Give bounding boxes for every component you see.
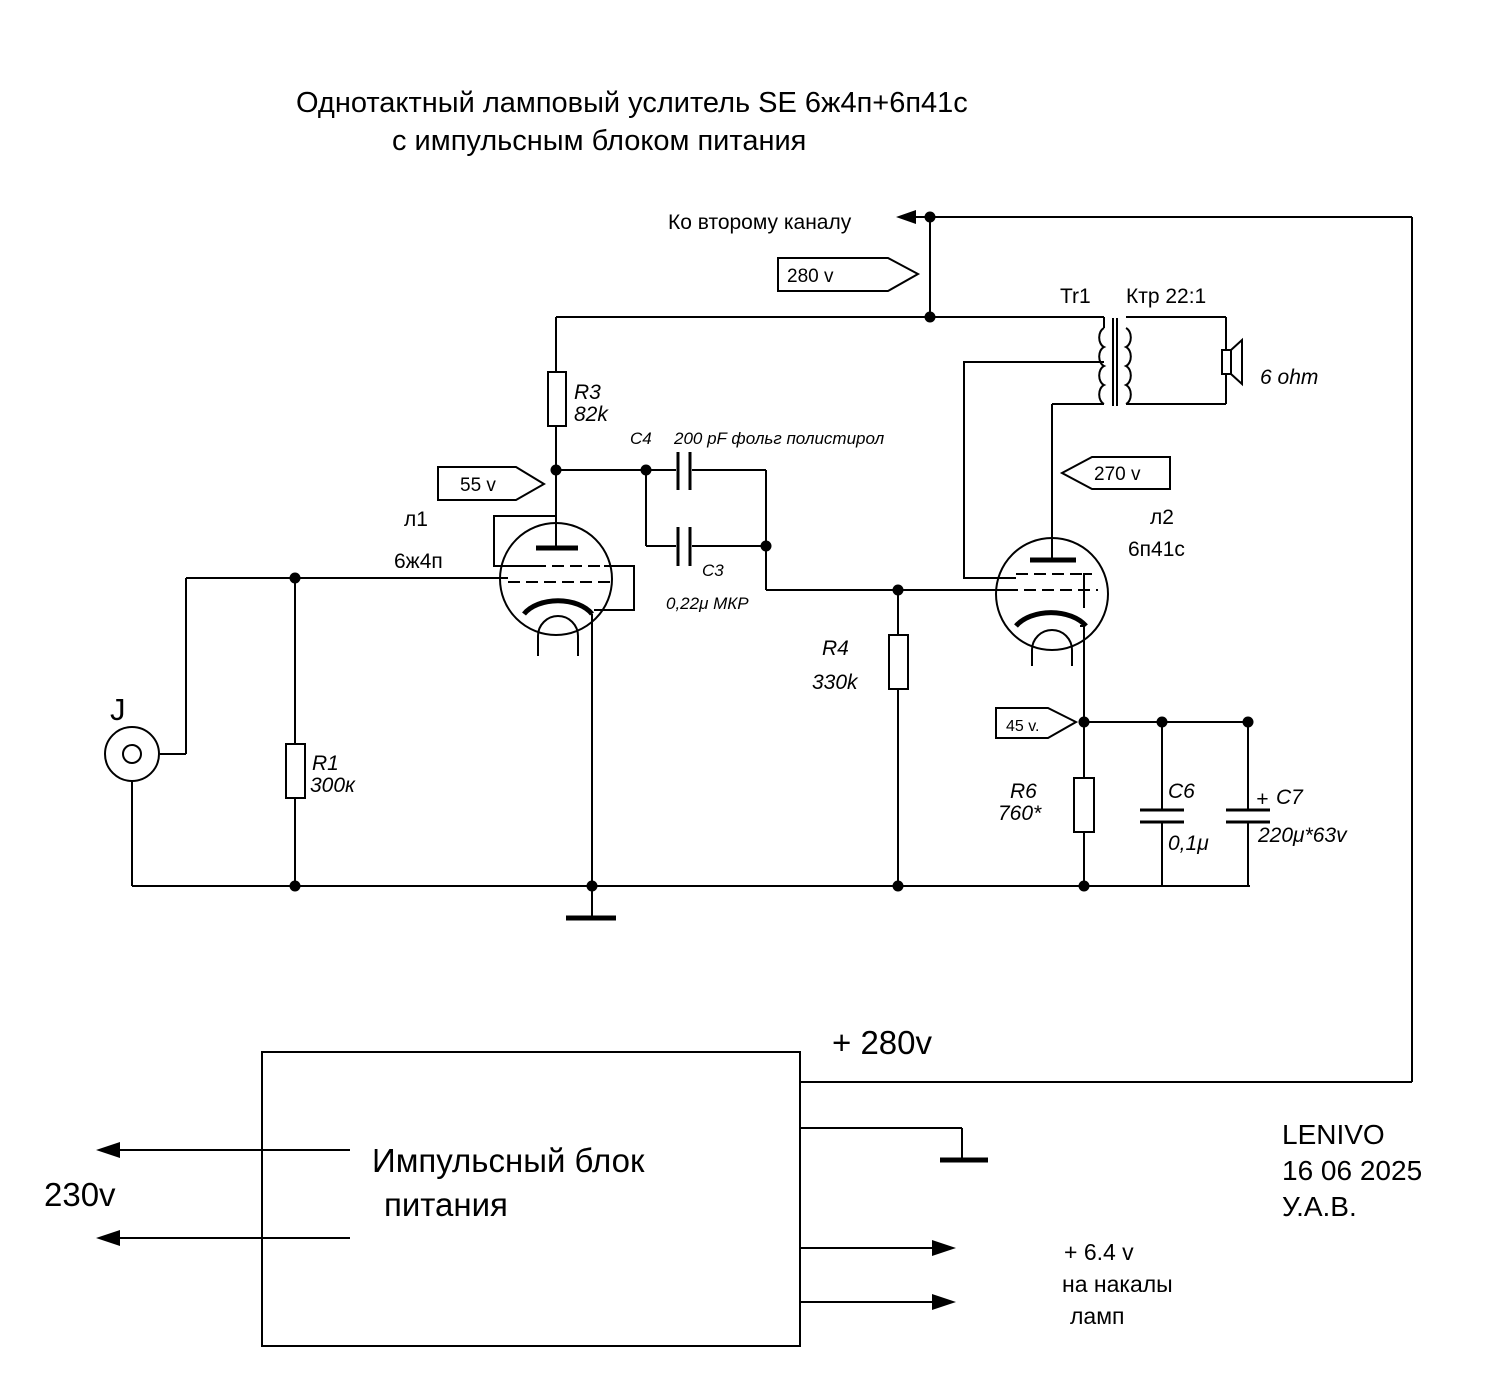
mains-input: 230v [44, 1142, 350, 1246]
c6-value: 0,1μ [1168, 832, 1209, 855]
c7-label: C7 [1276, 786, 1304, 809]
ground-symbol [566, 886, 616, 921]
psu-block: Импульсный блок питания [261, 1051, 801, 1347]
l1-type: 6ж4п [394, 550, 443, 573]
heater-voltage: + 6.4 v [1064, 1239, 1134, 1265]
svg-text:45 v.: 45 v. [1006, 718, 1040, 735]
c3-label: C3 [702, 561, 724, 580]
l2-label: л2 [1150, 506, 1174, 529]
to-second-channel-arrow [896, 210, 916, 224]
c3-value: 0,22μ МКР [666, 594, 749, 613]
psu-label-line-2: питания [384, 1186, 508, 1223]
r3-value: 82k [574, 403, 609, 426]
input-jack: J [104, 692, 160, 782]
resistor-r3: R3 82k [547, 317, 609, 470]
signature-block: LENIVO 16 06 2025 У.А.В. [1282, 1119, 1422, 1222]
title-line-1: Однотактный ламповый услитель SE 6ж4п+6п… [296, 87, 968, 119]
signature-date: 16 06 2025 [1282, 1155, 1422, 1186]
plus-280v-label: + 280v [832, 1024, 932, 1061]
svg-text:270 v: 270 v [1094, 464, 1141, 485]
r3-label: R3 [574, 381, 601, 404]
svg-text:55 v: 55 v [460, 475, 496, 496]
psu-label-line-1: Импульсный блок [372, 1142, 645, 1179]
output-transformer-tr1: Tr1 Ктр 22:1 [1060, 285, 1227, 406]
capacitor-c4-c3: C4 200 pF фольг полистирол C3 0,22μ МКР [556, 429, 1010, 613]
psu-ground [800, 1127, 988, 1163]
l1-label: л1 [404, 508, 428, 531]
resistor-r1: R1 300к [285, 578, 356, 886]
speaker-impedance: 6 ohm [1260, 366, 1318, 389]
signature-name: LENIVO [1282, 1119, 1385, 1150]
cathode-network: R6 760* C6 0,1μ + C7 220μ*63v [998, 716, 1348, 886]
r6-value: 760* [998, 802, 1042, 825]
heater-line-3: ламп [1070, 1303, 1124, 1329]
resistor-r4: R4 330k [812, 590, 909, 886]
voltage-tag-45: 45 v. [995, 707, 1079, 739]
r1-label: R1 [312, 752, 339, 775]
to-second-channel-label: Ко второму каналу [668, 211, 852, 234]
c7-plus: + [1256, 788, 1268, 811]
tube-l1: л1 6ж4п [394, 508, 635, 886]
voltage-tag-55: 55 v [437, 466, 546, 501]
tr1-label: Tr1 [1060, 285, 1091, 308]
r1-value: 300к [310, 774, 356, 797]
ktr-label: Ктр 22:1 [1126, 285, 1206, 308]
c4-value: 200 pF фольг полистирол [673, 429, 885, 448]
svg-text:280 v: 280 v [787, 266, 834, 287]
mains-voltage: 230v [44, 1176, 116, 1213]
speaker-icon: 6 ohm [1221, 337, 1318, 389]
c7-value: 220μ*63v [1257, 824, 1348, 847]
signature-initials: У.А.В. [1282, 1191, 1357, 1222]
title-line-2: с импульсным блоком питания [392, 125, 806, 157]
b-plus-wiring [556, 211, 1413, 1083]
heater-outputs: + 6.4 v на накалы ламп [800, 1239, 1173, 1329]
r4-label: R4 [822, 637, 849, 660]
jack-label: J [110, 692, 126, 727]
input-wiring [131, 572, 1250, 892]
r6-label: R6 [1010, 780, 1037, 803]
voltage-tag-270: 270 v [1059, 456, 1171, 490]
r4-value: 330k [812, 671, 859, 694]
tube-l2: л2 6п41с [963, 361, 1185, 722]
c6-label: C6 [1168, 780, 1195, 803]
voltage-tag-280: 280 v [777, 257, 921, 292]
c4-label: C4 [630, 429, 652, 448]
heater-line-2: на накалы [1062, 1271, 1173, 1297]
l2-type: 6п41с [1128, 538, 1185, 561]
